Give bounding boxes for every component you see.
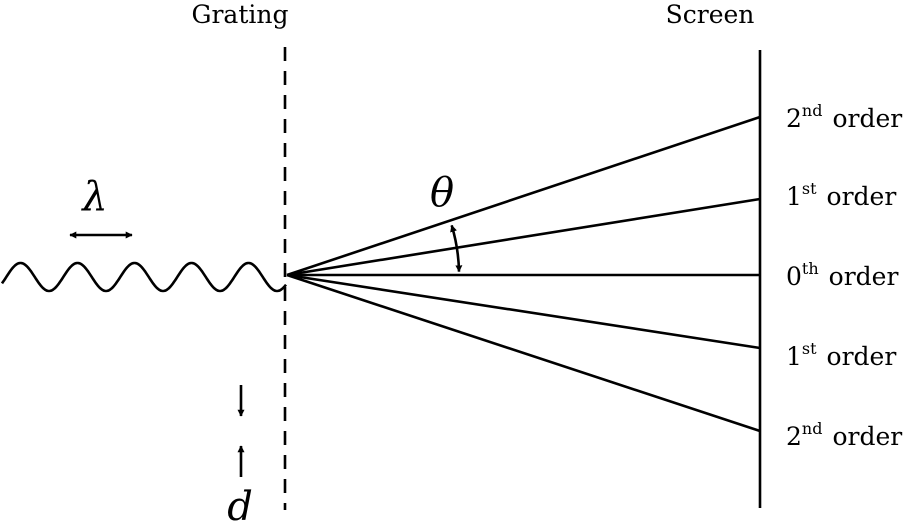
ray-1st-order-upper [286,197,761,277]
spacing-symbol: d [227,484,253,521]
ray-2nd-order-lower [286,273,761,433]
grating-label: Grating [192,0,289,29]
angle-arc [450,224,463,273]
ray-2nd-order-upper [286,115,761,277]
ray-1st-order-lower [286,273,761,350]
incident-wave [0,261,287,293]
screen-label: Screen [666,0,755,29]
wavelength-symbol: λ [80,174,107,220]
angle-symbol: θ [430,170,454,216]
